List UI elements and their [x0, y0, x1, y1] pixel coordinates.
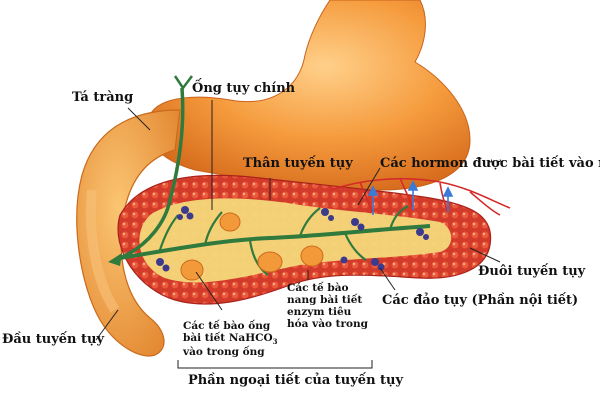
label-te-bao-nang: Các tế bào nang bài tiết enzym tiêu hóa … [287, 282, 377, 330]
te-bao-nang-line4: hóa vào trong [287, 318, 369, 331]
te-bao-nang-line3: enzym tiêu [287, 306, 352, 319]
te-bao-ong-line2: bài tiết NaHCO3 [183, 332, 283, 346]
label-ta-trang: Tá tràng [72, 90, 134, 105]
label-dau-tuyen-tuy: Đầu tuyến tụy [2, 332, 105, 347]
te-bao-nang-line2: nang bài tiết [287, 294, 363, 307]
te-bao-nang-line1: Các tế bào [287, 282, 349, 294]
te-bao-ong-line1: Các tế bào ống [183, 320, 271, 332]
te-bao-ong-line2-sub: 3 [272, 337, 278, 347]
main-duct [119, 224, 431, 260]
label-duoi-tuyen-tuy: Đuôi tuyến tụy [478, 264, 586, 279]
label-than-tuyen-tuy: Thân tuyến tụy [243, 156, 353, 171]
label-cac-dao-tuy: Các đảo tụy (Phần nội tiết) [382, 293, 579, 308]
label-ong-tuy-chinh: Ống tụy chính [192, 81, 296, 96]
label-phan-ngoai-tiet: Phần ngoại tiết của tuyến tụy [188, 373, 404, 388]
blood-vessels [329, 177, 511, 216]
label-cac-hormon: Các hormon được bài tiết vào má [380, 156, 600, 171]
label-te-bao-ong: Các tế bào ống bài tiết NaHCO3 vào trong… [183, 320, 283, 358]
te-bao-ong-line2-text: bài tiết NaHCO [183, 332, 273, 345]
te-bao-ong-line3: vào trong ống [183, 346, 265, 359]
